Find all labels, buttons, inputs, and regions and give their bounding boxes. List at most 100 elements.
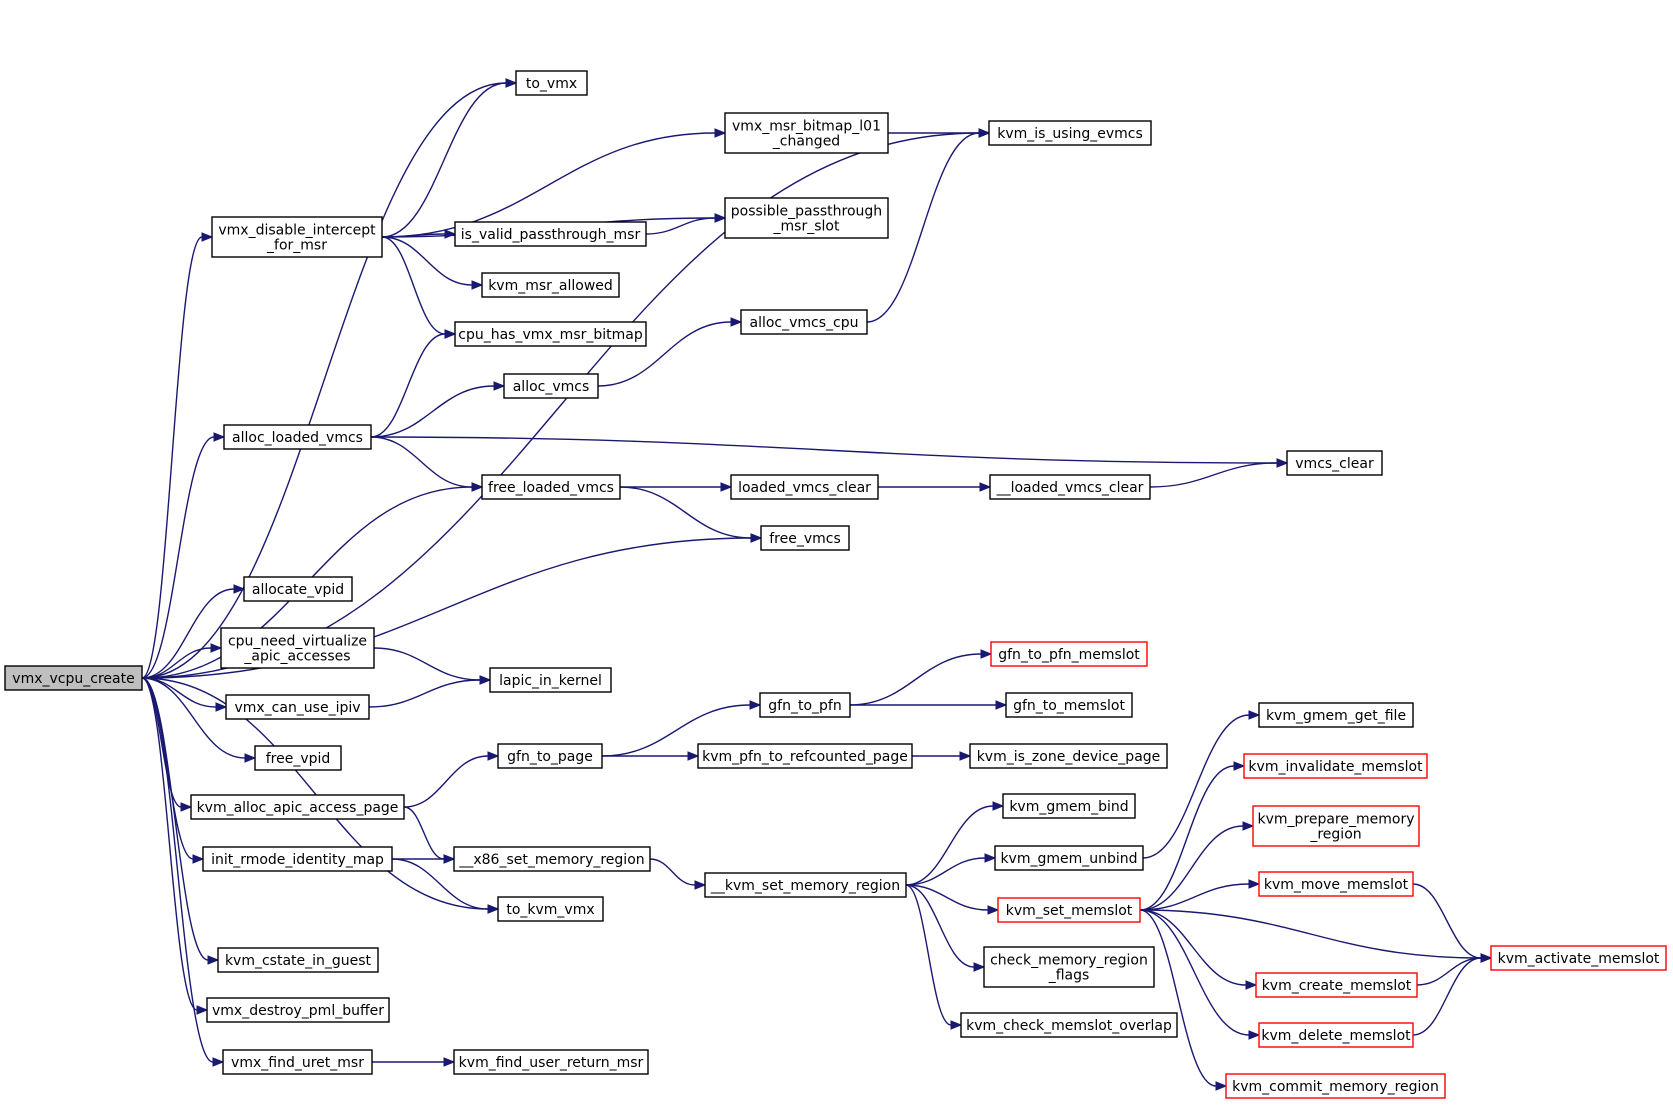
node-vmx-disable-intercept-for-msr[interactable]: vmx_disable_intercept_for_msr [211,216,383,258]
node-label: vmcs_clear [1295,456,1374,472]
node-box [211,216,383,258]
edge-init-rmode-identity-map-to-x86-set-memory-region [392,854,456,864]
node-vmcs-clear[interactable]: vmcs_clear [1286,450,1383,476]
node-init-rmode-identity-map[interactable]: init_rmode_identity_map [202,846,393,872]
node-label: __x86_set_memory_region [458,852,644,868]
node-label: kvm_cstate_in_guest [225,953,372,969]
node-loaded-vmcs-clear[interactable]: __loaded_vmcs_clear [989,474,1151,500]
node-vmx-destroy-pml-buffer[interactable]: vmx_destroy_pml_buffer [206,997,390,1023]
edge-free-loaded-vmcs-to-loaded-vmcs-clear [619,482,733,492]
node-allocate-vpid[interactable]: allocate_vpid [243,576,353,602]
edge-vmx-vcpu-create-to-init-rmode-identity-map [141,677,205,864]
node-check-memory-region-flags[interactable]: check_memory_region_flags [983,946,1155,988]
node-kvm-is-using-evmcs[interactable]: kvm_is_using_evmcs [988,120,1152,146]
node-box [454,221,647,247]
node-label: kvm_commit_memory_region [1232,1079,1439,1095]
edge-kvm-alloc-apic-access-page-to-gfn-to-page [403,751,500,808]
node-is-valid-passthrough-msr[interactable]: is_valid_passthrough_msr [454,221,647,247]
node-possible-passthrough-msr-slot[interactable]: possible_passthrough_msr_slot [724,197,889,239]
node-label: check_memory_region [990,953,1148,969]
node-label: _apic_accesses [243,649,350,665]
node-kvm-move-memslot[interactable]: kvm_move_memslot [1258,871,1414,897]
node-x86-set-memory-region[interactable]: __x86_set_memory_region [453,846,651,872]
edge-vmx-disable-intercept-for-msr-to-kvm-msr-allowed [381,236,484,290]
edge-vmx-vcpu-create-to-alloc-loaded-vmcs [141,432,226,679]
node-gfn-to-page[interactable]: gfn_to_page [497,743,603,769]
node-gfn-to-memslot[interactable]: gfn_to_memslot [1005,692,1133,718]
edge-init-rmode-identity-map-to-to-kvm-vmx [391,858,500,914]
node-label: gfn_to_page [507,749,593,765]
node-kvm-set-memory-region[interactable]: __kvm_set_memory_region [704,872,907,898]
node-alloc-vmcs[interactable]: alloc_vmcs [503,373,599,399]
node-kvm-check-memslot-overlap[interactable]: kvm_check_memslot_overlap [960,1012,1178,1038]
node-label: __loaded_vmcs_clear [996,480,1144,496]
edge-vmx-vcpu-create-to-free-vpid [141,677,257,763]
node-kvm-cstate-in-guest[interactable]: kvm_cstate_in_guest [217,947,379,973]
node-box [453,1049,649,1075]
node-cpu-need-virtualize-apic-accesses[interactable]: cpu_need_virtualize_apic_accesses [220,627,375,669]
node-box [988,120,1152,146]
node-label: kvm_msr_allowed [488,278,613,294]
edge-vmx-can-use-ipiv-to-lapic-in-kernel [368,675,492,708]
node-vmx-msr-bitmap-l01-changed[interactable]: vmx_msr_bitmap_l01_changed [724,112,889,154]
node-label: possible_passthrough [731,204,882,220]
node-box [989,474,1151,500]
node-kvm-create-memslot[interactable]: kvm_create_memslot [1255,972,1418,998]
node-label: vmx_destroy_pml_buffer [212,1003,384,1019]
node-kvm-gmem-get-file[interactable]: kvm_gmem_get_file [1258,702,1414,728]
edge-kvm-set-memslot-to-kvm-invalidate-memslot [1139,761,1246,911]
node-kvm-invalidate-memslot[interactable]: kvm_invalidate_memslot [1243,753,1428,779]
node-vmx-can-use-ipiv[interactable]: vmx_can_use_ipiv [225,694,370,720]
node-to-kvm-vmx[interactable]: to_kvm_vmx [497,896,604,922]
node-kvm-pfn-to-refcounted-page[interactable]: kvm_pfn_to_refcounted_page [697,743,913,769]
node-label: loaded_vmcs_clear [738,480,871,496]
node-kvm-activate-memslot[interactable]: kvm_activate_memslot [1490,945,1667,971]
edge-loaded-vmcs-clear-to-loaded-vmcs-clear [877,482,992,492]
node-label: kvm_is_zone_device_page [977,749,1161,765]
node-kvm-msr-allowed[interactable]: kvm_msr_allowed [481,272,620,298]
node-alloc-vmcs-cpu[interactable]: alloc_vmcs_cpu [740,309,868,335]
node-box [4,665,143,691]
node-box [724,197,889,239]
node-box [481,272,620,298]
node-kvm-set-memslot[interactable]: kvm_set_memslot [997,897,1141,923]
node-box [1005,692,1133,718]
node-free-vpid[interactable]: free_vpid [254,745,342,771]
node-gfn-to-pfn-memslot[interactable]: gfn_to_pfn_memslot [990,641,1148,667]
node-kvm-commit-memory-region[interactable]: kvm_commit_memory_region [1225,1073,1446,1099]
node-box [1225,1073,1446,1099]
node-gfn-to-pfn[interactable]: gfn_to_pfn [759,692,851,718]
node-to-vmx[interactable]: to_vmx [515,70,588,96]
node-loaded-vmcs-clear[interactable]: loaded_vmcs_clear [730,474,879,500]
node-label: kvm_gmem_get_file [1266,708,1406,724]
edge-kvm-set-memory-region-to-kvm-check-memslot-overlap [905,884,963,1030]
node-box [515,70,588,96]
node-kvm-is-zone-device-page[interactable]: kvm_is_zone_device_page [969,743,1168,769]
node-label: kvm_alloc_apic_access_page [197,800,399,816]
node-box [1490,945,1667,971]
node-box [730,474,879,500]
node-kvm-delete-memslot[interactable]: kvm_delete_memslot [1258,1022,1414,1048]
node-free-vmcs[interactable]: free_vmcs [760,525,850,551]
node-lapic-in-kernel[interactable]: lapic_in_kernel [489,667,612,693]
node-kvm-alloc-apic-access-page[interactable]: kvm_alloc_apic_access_page [190,794,405,820]
node-cpu-has-vmx-msr-bitmap[interactable]: cpu_has_vmx_msr_bitmap [454,321,647,347]
node-label: __kvm_set_memory_region [710,878,900,894]
node-label: kvm_check_memslot_overlap [966,1018,1172,1034]
node-kvm-find-user-return-msr[interactable]: kvm_find_user_return_msr [453,1049,649,1075]
node-label: kvm_invalidate_memslot [1248,759,1423,775]
node-kvm-gmem-unbind[interactable]: kvm_gmem_unbind [994,845,1144,871]
edge-kvm-set-memslot-to-kvm-activate-memslot [1139,909,1493,963]
node-label: init_rmode_identity_map [211,852,384,868]
node-kvm-prepare-memory-region[interactable]: kvm_prepare_memory_region [1252,805,1420,847]
edge-kvm-gmem-unbind-to-kvm-gmem-get-file [1142,710,1261,859]
node-box [969,743,1168,769]
node-vmx-find-uret-msr[interactable]: vmx_find_uret_msr [222,1049,373,1075]
edge-kvm-set-memslot-to-kvm-delete-memslot [1139,909,1261,1040]
node-box [990,641,1148,667]
node-kvm-gmem-bind[interactable]: kvm_gmem_bind [1002,793,1136,819]
node-alloc-loaded-vmcs[interactable]: alloc_loaded_vmcs [223,424,372,450]
node-vmx-vcpu-create[interactable]: vmx_vcpu_create [4,665,143,691]
node-box [220,627,375,669]
node-free-loaded-vmcs[interactable]: free_loaded_vmcs [481,474,621,500]
